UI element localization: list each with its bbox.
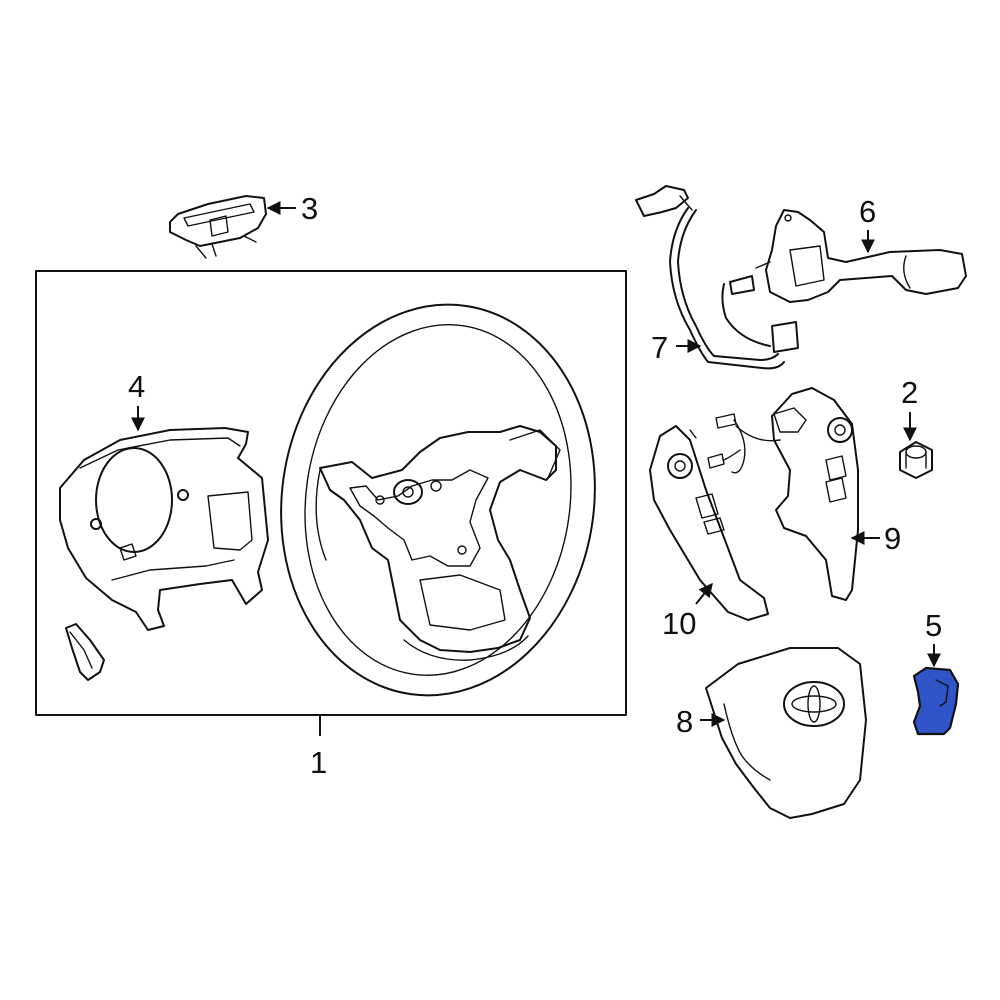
callout-4: 4: [128, 369, 145, 404]
callout-6: 6: [859, 194, 876, 229]
callout-8: 8: [676, 704, 693, 739]
highlighted-part-body[interactable]: [912, 666, 960, 736]
callout-7: 7: [651, 330, 668, 365]
switch-stalk[interactable]: [755, 209, 967, 303]
cover-panel[interactable]: [59, 427, 269, 631]
right-switch[interactable]: [771, 387, 859, 601]
callout-5: 5: [925, 608, 942, 643]
bracket-sensor[interactable]: [169, 195, 267, 259]
highlighted-part[interactable]: [912, 666, 960, 736]
steering-wheel[interactable]: [256, 284, 620, 716]
left-switch[interactable]: [649, 425, 769, 621]
nut[interactable]: [899, 441, 933, 479]
trim-piece[interactable]: [65, 623, 105, 681]
callout-1: 1: [310, 745, 327, 780]
airbag[interactable]: [705, 647, 867, 819]
wire-harness[interactable]: [635, 185, 799, 370]
callout-2: 2: [901, 375, 918, 410]
callout-labels: 1 2 3 4 5 6 7 8 9 10: [128, 191, 942, 780]
leader-10: [695, 582, 713, 605]
callout-9: 9: [884, 521, 901, 556]
switch-connector[interactable]: [707, 413, 781, 474]
assembly-frame: [35, 270, 627, 716]
callout-10: 10: [662, 606, 696, 641]
leader-lines: [131, 201, 941, 736]
callout-3: 3: [301, 191, 318, 226]
